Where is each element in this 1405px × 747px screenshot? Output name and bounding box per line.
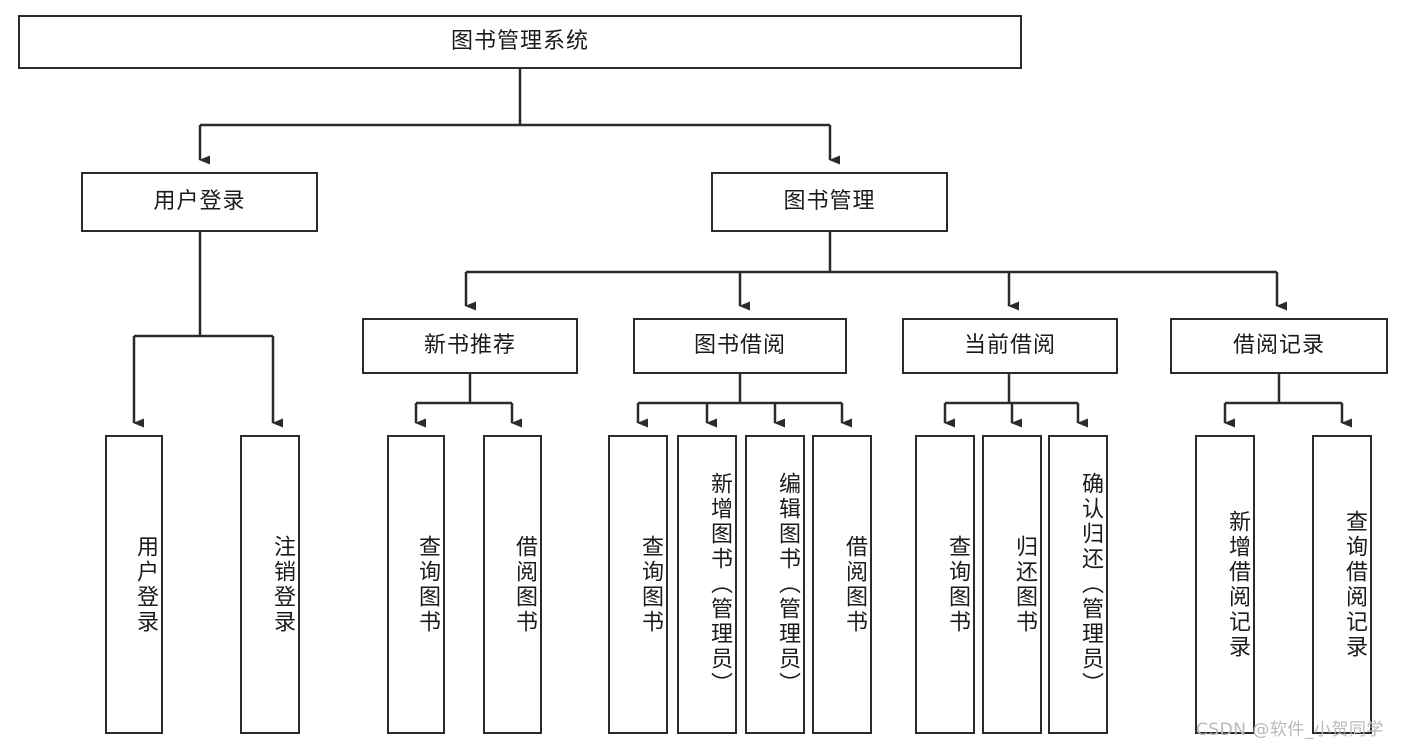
node-leaf-query-record[interactable]: 查询借阅记录 [1312, 435, 1372, 734]
node-new-book-recommend[interactable]: 新书推荐 [362, 318, 578, 374]
node-book-manage[interactable]: 图书管理 [711, 172, 948, 232]
node-borrow-record[interactable]: 借阅记录 [1170, 318, 1388, 374]
edge-group-user-login [132, 232, 283, 428]
node-label: 借阅图书 [842, 534, 867, 635]
edge-group-root [198, 69, 840, 165]
node-label: 确认归还（管理员） [1078, 472, 1103, 697]
node-label: 图书借阅 [693, 332, 786, 358]
node-book-borrow[interactable]: 图书借阅 [633, 318, 847, 374]
node-leaf-query-book-borrow[interactable]: 查询图书 [608, 435, 668, 734]
edge-group-new-book-recommend [414, 374, 522, 428]
node-label: 图书管理系统 [450, 28, 589, 54]
node-leaf-logout[interactable]: 注销登录 [240, 435, 300, 734]
node-label: 查询图书 [945, 534, 970, 635]
edge-group-book-borrow [636, 374, 852, 428]
node-leaf-return-book[interactable]: 归还图书 [982, 435, 1042, 734]
edge-group-borrow-record [1223, 374, 1352, 428]
node-leaf-borrow-book-rec[interactable]: 借阅图书 [483, 435, 542, 734]
node-leaf-edit-book[interactable]: 编辑图书（管理员） [745, 435, 805, 734]
node-label: 查询图书 [415, 534, 440, 635]
node-label: 新书推荐 [423, 332, 516, 358]
node-label: 图书管理 [783, 188, 876, 214]
node-current-borrow[interactable]: 当前借阅 [902, 318, 1118, 374]
node-root-图书管理系统[interactable]: 图书管理系统 [18, 15, 1022, 69]
node-label: 查询借阅记录 [1342, 509, 1367, 660]
csdn-watermark: CSDN @软件_小贺同学 [1196, 720, 1384, 740]
node-leaf-user-login[interactable]: 用户登录 [105, 435, 163, 734]
node-leaf-query-book-rec[interactable]: 查询图书 [387, 435, 445, 734]
node-label: 当前借阅 [963, 332, 1056, 358]
edge-group-book-manage [464, 232, 1287, 311]
node-leaf-confirm-return[interactable]: 确认归还（管理员） [1048, 435, 1108, 734]
node-leaf-add-record[interactable]: 新增借阅记录 [1195, 435, 1255, 734]
node-label: 借阅图书 [512, 534, 537, 635]
node-leaf-borrow-book[interactable]: 借阅图书 [812, 435, 872, 734]
node-label: 用户登录 [133, 534, 158, 635]
node-label: 新增图书（管理员） [707, 472, 732, 697]
edge-group-current-borrow [943, 374, 1088, 428]
node-user-login[interactable]: 用户登录 [81, 172, 318, 232]
node-label: 编辑图书（管理员） [775, 472, 800, 697]
node-label: 归还图书 [1012, 534, 1037, 635]
node-leaf-query-book-cur[interactable]: 查询图书 [915, 435, 975, 734]
node-label: 注销登录 [270, 534, 295, 635]
node-label: 查询图书 [638, 534, 663, 635]
node-label: 新增借阅记录 [1225, 509, 1250, 660]
node-label: 用户登录 [153, 188, 246, 214]
node-label: 借阅记录 [1232, 332, 1325, 358]
node-leaf-add-book[interactable]: 新增图书（管理员） [677, 435, 737, 734]
